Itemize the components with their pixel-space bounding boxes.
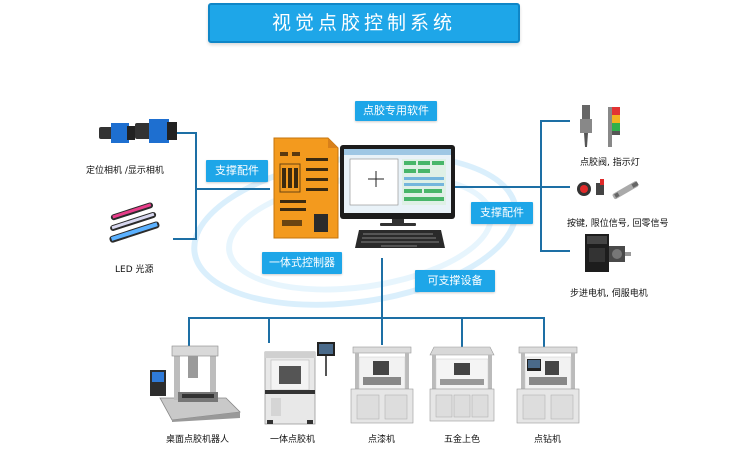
hardware-coloring-icon xyxy=(429,346,495,422)
valve-caption: 点胶阀, 指示灯 xyxy=(580,158,640,168)
controller-box-icon xyxy=(273,137,339,239)
keyboard-icon xyxy=(355,230,445,248)
left-bracket-vertical xyxy=(195,132,197,240)
valve-icon xyxy=(580,105,620,147)
drop-5 xyxy=(543,317,545,347)
monitor-icon xyxy=(340,145,455,226)
support-right-tag: 支撑配件 xyxy=(471,202,533,224)
sensor-icon xyxy=(577,179,639,199)
drop-4 xyxy=(461,317,463,347)
left-bracket-bottom xyxy=(173,238,197,240)
controller-tag: 一体式控制器 xyxy=(262,252,342,274)
desktop-robot-caption: 桌面点胶机器人 xyxy=(166,435,230,445)
right-bracket-bottom xyxy=(540,250,570,252)
drop-1 xyxy=(188,317,190,347)
motor-icon xyxy=(585,234,631,272)
right-bracket-top xyxy=(540,120,570,122)
integrated-dispenser-caption: 一体点胶机 xyxy=(270,435,316,445)
bottom-bus xyxy=(188,317,544,319)
monitor-to-right xyxy=(455,186,541,188)
right-bracket-middle xyxy=(540,186,570,188)
left-bracket-top xyxy=(173,132,197,134)
integrated-dispenser-icon xyxy=(264,342,335,425)
paint-machine-caption: 点漆机 xyxy=(368,435,396,445)
motor-caption: 步进电机, 伺服电机 xyxy=(570,289,648,299)
center-down-line xyxy=(381,258,383,318)
led-light-icon xyxy=(109,202,160,243)
left-to-controller xyxy=(195,188,270,190)
rhinestone-machine-caption: 点钻机 xyxy=(534,435,562,445)
camera-icon xyxy=(99,119,177,143)
devices-tag: 可支撑设备 xyxy=(415,270,495,292)
page-title: 视觉点胶控制系统 xyxy=(208,3,520,43)
led-caption: LED 光源 xyxy=(115,265,154,275)
drop-3 xyxy=(381,317,383,345)
paint-machine-icon xyxy=(350,346,414,424)
drop-2 xyxy=(268,317,270,343)
support-left-tag: 支撑配件 xyxy=(206,160,268,182)
software-tag: 点胶专用软件 xyxy=(355,101,437,121)
camera-caption: 定位相机 /显示相机 xyxy=(86,166,164,176)
rhinestone-machine-icon xyxy=(516,346,580,424)
desktop-robot-icon xyxy=(150,345,241,422)
sensor-caption: 按键, 限位信号, 回零信号 xyxy=(567,219,669,229)
hardware-coloring-caption: 五金上色 xyxy=(444,435,481,445)
